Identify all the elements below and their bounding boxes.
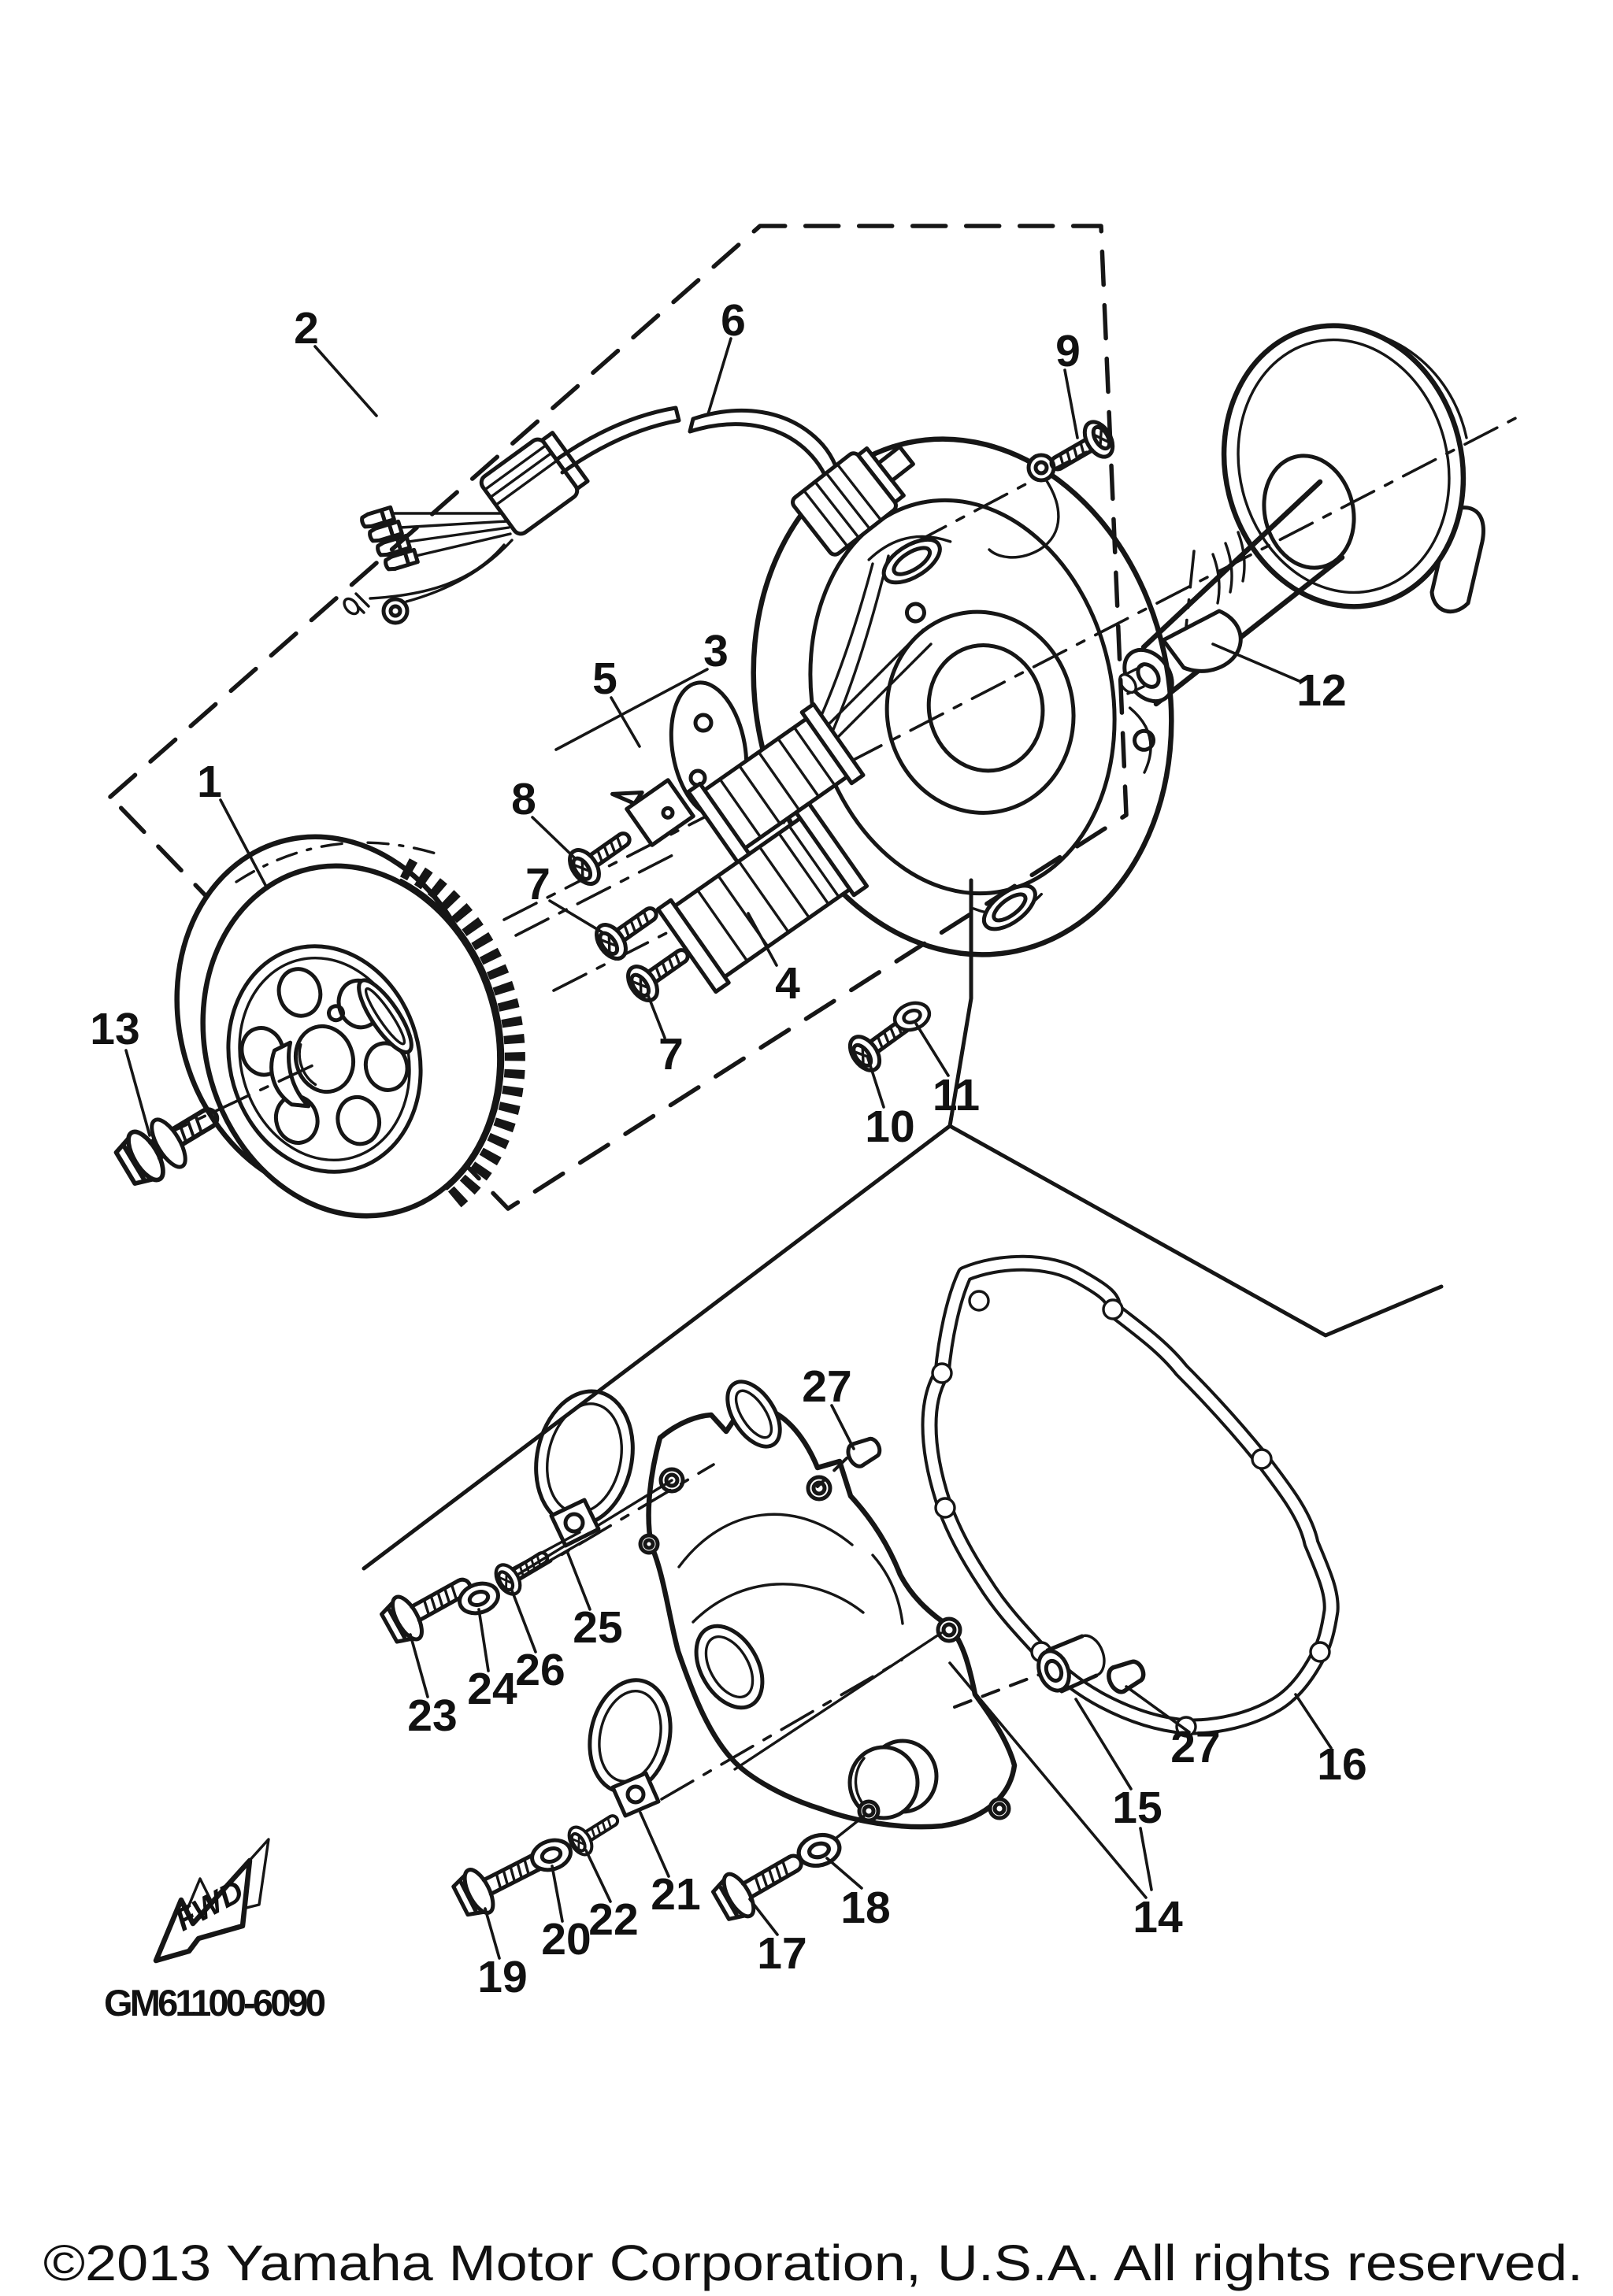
callout-12: 12 [1211, 643, 1347, 716]
svg-text:5: 5 [592, 654, 617, 704]
svg-text:19: 19 [477, 1952, 527, 2002]
cover-group-boundary [362, 878, 1444, 1571]
svg-text:17: 17 [757, 1928, 806, 1979]
svg-text:18: 18 [840, 1883, 890, 1933]
copyright-notice: ©2013 Yamaha Motor Corporation, U.S.A. A… [43, 2235, 1583, 2291]
svg-text:22: 22 [588, 1894, 638, 1945]
svg-text:21: 21 [651, 1869, 700, 1920]
ground-lead [988, 453, 1060, 559]
collar-15 [1036, 1634, 1106, 1694]
svg-text:7: 7 [525, 859, 551, 909]
callout-7b: 7 [646, 992, 684, 1079]
svg-text:16: 16 [1317, 1739, 1366, 1790]
callout-24: 24 [467, 1608, 517, 1714]
svg-text:12: 12 [1296, 665, 1346, 716]
callout-27-top: 27 [802, 1361, 855, 1450]
svg-text:27: 27 [802, 1361, 851, 1412]
callout-8: 8 [511, 774, 577, 860]
svg-text:11: 11 [933, 1070, 980, 1120]
bolt-22 [565, 1805, 625, 1859]
callout-10: 10 [865, 1057, 915, 1152]
center-axis [847, 411, 1528, 764]
callout-1: 1 [197, 757, 268, 888]
ring-terminal [381, 597, 410, 625]
svg-text:3: 3 [703, 626, 729, 676]
svg-text:20: 20 [541, 1914, 591, 1965]
svg-text:9: 9 [1055, 326, 1081, 376]
svg-text:13: 13 [90, 1004, 139, 1054]
callout-3: 3 [554, 626, 729, 751]
stator-backplate [751, 436, 1174, 957]
callout-26: 26 [510, 1589, 565, 1695]
source-coil-4 [655, 801, 870, 994]
svg-text:26: 26 [515, 1645, 565, 1695]
callout-14: 14 [948, 1661, 1183, 1942]
ring-gear-teeth [399, 858, 525, 1208]
callout-11: 11 [914, 1022, 980, 1120]
svg-text:27: 27 [1170, 1722, 1220, 1772]
svg-text:24: 24 [467, 1664, 517, 1714]
crankcase-gasket [921, 1254, 1340, 1738]
washer-13 [150, 1117, 187, 1169]
callout-27-right: 27 [1125, 1685, 1221, 1772]
svg-text:10: 10 [865, 1102, 914, 1152]
fwd-arrow: FWD [153, 1838, 270, 1964]
callout-23: 23 [407, 1633, 458, 1741]
wire-clamp-21 [588, 1678, 673, 1818]
plug-27-right [1105, 1657, 1148, 1695]
callout-19: 19 [477, 1907, 528, 2002]
callout-4: 4 [747, 912, 800, 1009]
pulser-coil-5 [610, 778, 695, 847]
callout-2: 2 [294, 303, 378, 417]
generator-cover [638, 1379, 1018, 1830]
callout-21: 21 [639, 1811, 701, 1920]
callout-15: 15 [1074, 1698, 1162, 1833]
part-code: GM61100-6090 [104, 1982, 328, 2024]
callout-9: 9 [1055, 326, 1081, 439]
svg-text:7: 7 [658, 1029, 684, 1079]
svg-text:25: 25 [573, 1602, 622, 1653]
callout-5: 5 [592, 654, 641, 748]
callout-6: 6 [706, 295, 746, 416]
callout-13: 13 [90, 1004, 151, 1137]
harness-grommet [479, 431, 590, 536]
wire-harness [343, 406, 681, 625]
svg-text:6: 6 [721, 295, 746, 346]
callout-22: 22 [584, 1849, 639, 1945]
svg-text:14: 14 [1133, 1892, 1183, 1942]
callout-7a: 7 [525, 859, 606, 935]
callout-20: 20 [541, 1865, 591, 1965]
callout-16: 16 [1294, 1693, 1367, 1790]
svg-text:1: 1 [197, 757, 222, 807]
callout-17: 17 [748, 1898, 807, 1979]
flywheel-rotor [174, 834, 525, 1219]
callouts: 1 2 3 4 5 6 7 7 8 9 10 11 12 13 14 15 16… [90, 295, 1366, 2002]
lead-tube [688, 408, 915, 557]
callout-25: 25 [565, 1550, 623, 1653]
svg-text:23: 23 [407, 1691, 457, 1741]
svg-text:4: 4 [775, 958, 800, 1009]
svg-text:15: 15 [1112, 1783, 1162, 1833]
flywheel-hub [226, 944, 423, 1174]
svg-text:8: 8 [511, 774, 536, 824]
washer-11 [891, 998, 933, 1035]
callout-18: 18 [825, 1857, 891, 1933]
svg-text:2: 2 [294, 303, 319, 354]
